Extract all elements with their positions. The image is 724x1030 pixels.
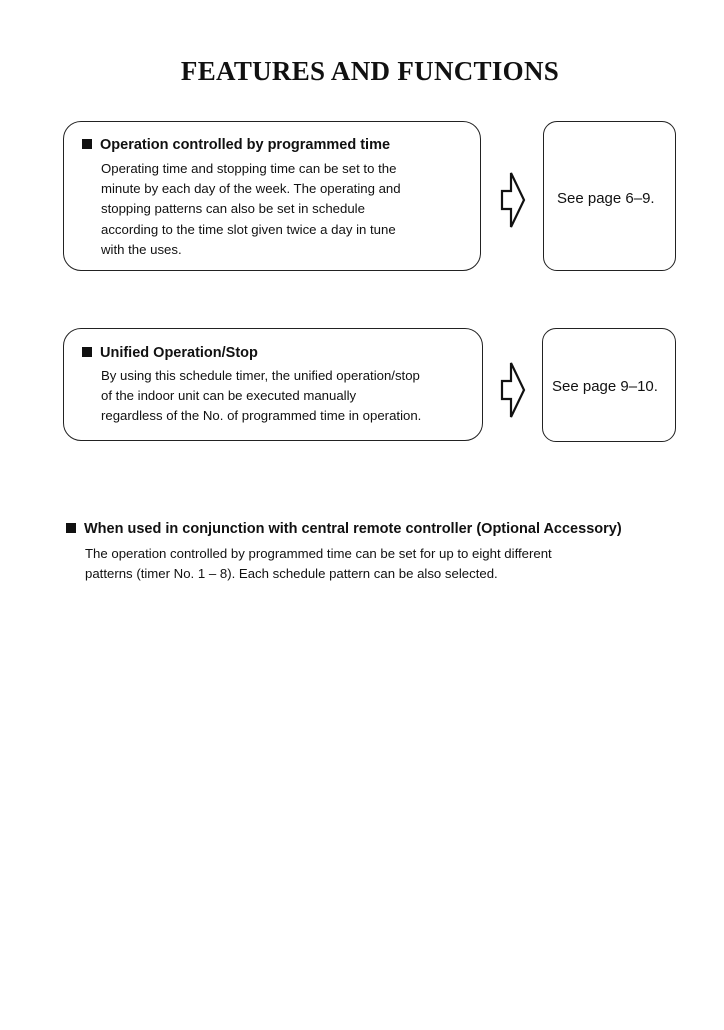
page-ref-box xyxy=(542,328,676,442)
feature-line: according to the time slot given twice a… xyxy=(101,221,396,237)
feature-line: of the indoor unit can be executed manua… xyxy=(101,388,357,404)
section-description: The operation controlled by programmed t… xyxy=(85,544,552,584)
section-line: The operation controlled by programmed t… xyxy=(85,546,552,561)
feature-description: By using this schedule timer, the unifie… xyxy=(101,366,421,427)
feature-line: regardless of the No. of programmed time… xyxy=(101,408,422,424)
feature-line: stopping patterns can also be set in sch… xyxy=(101,201,365,217)
feature-line: with the uses. xyxy=(101,241,182,257)
section-heading-text: When used in conjunction with central re… xyxy=(84,521,622,537)
section-line: patterns (timer No. 1 – 8). Each schedul… xyxy=(85,566,498,581)
feature-heading-programmed-time: Operation controlled by programmed time xyxy=(82,137,390,153)
feature-line: minute by each day of the week. The oper… xyxy=(101,181,401,197)
feature-heading-unified-operation: Unified Operation/Stop xyxy=(82,345,258,361)
feature-box-unified-operation xyxy=(63,328,483,441)
square-bullet-icon xyxy=(66,523,76,533)
feature-line: By using this schedule timer, the unifie… xyxy=(101,368,420,383)
feature-line: Operating time and stopping time can be … xyxy=(101,161,397,176)
square-bullet-icon xyxy=(82,347,92,357)
feature-description: Operating time and stopping time can be … xyxy=(101,159,401,260)
arrow-right-icon xyxy=(500,362,526,418)
feature-heading-text: Operation controlled by programmed time xyxy=(100,137,391,153)
page-ref-link[interactable]: See page 9–10. xyxy=(552,378,658,395)
page-ref-box xyxy=(543,121,676,271)
arrow-right-icon xyxy=(500,172,526,228)
feature-box-programmed-time xyxy=(63,121,481,271)
feature-heading-text: Unified Operation/Stop xyxy=(100,345,258,361)
section-heading-central-remote: When used in conjunction with central re… xyxy=(66,521,622,537)
square-bullet-icon xyxy=(82,139,92,149)
page-title: FEATURES AND FUNCTIONS xyxy=(180,56,560,86)
page-ref-link[interactable]: See page 6–9. xyxy=(557,190,655,207)
